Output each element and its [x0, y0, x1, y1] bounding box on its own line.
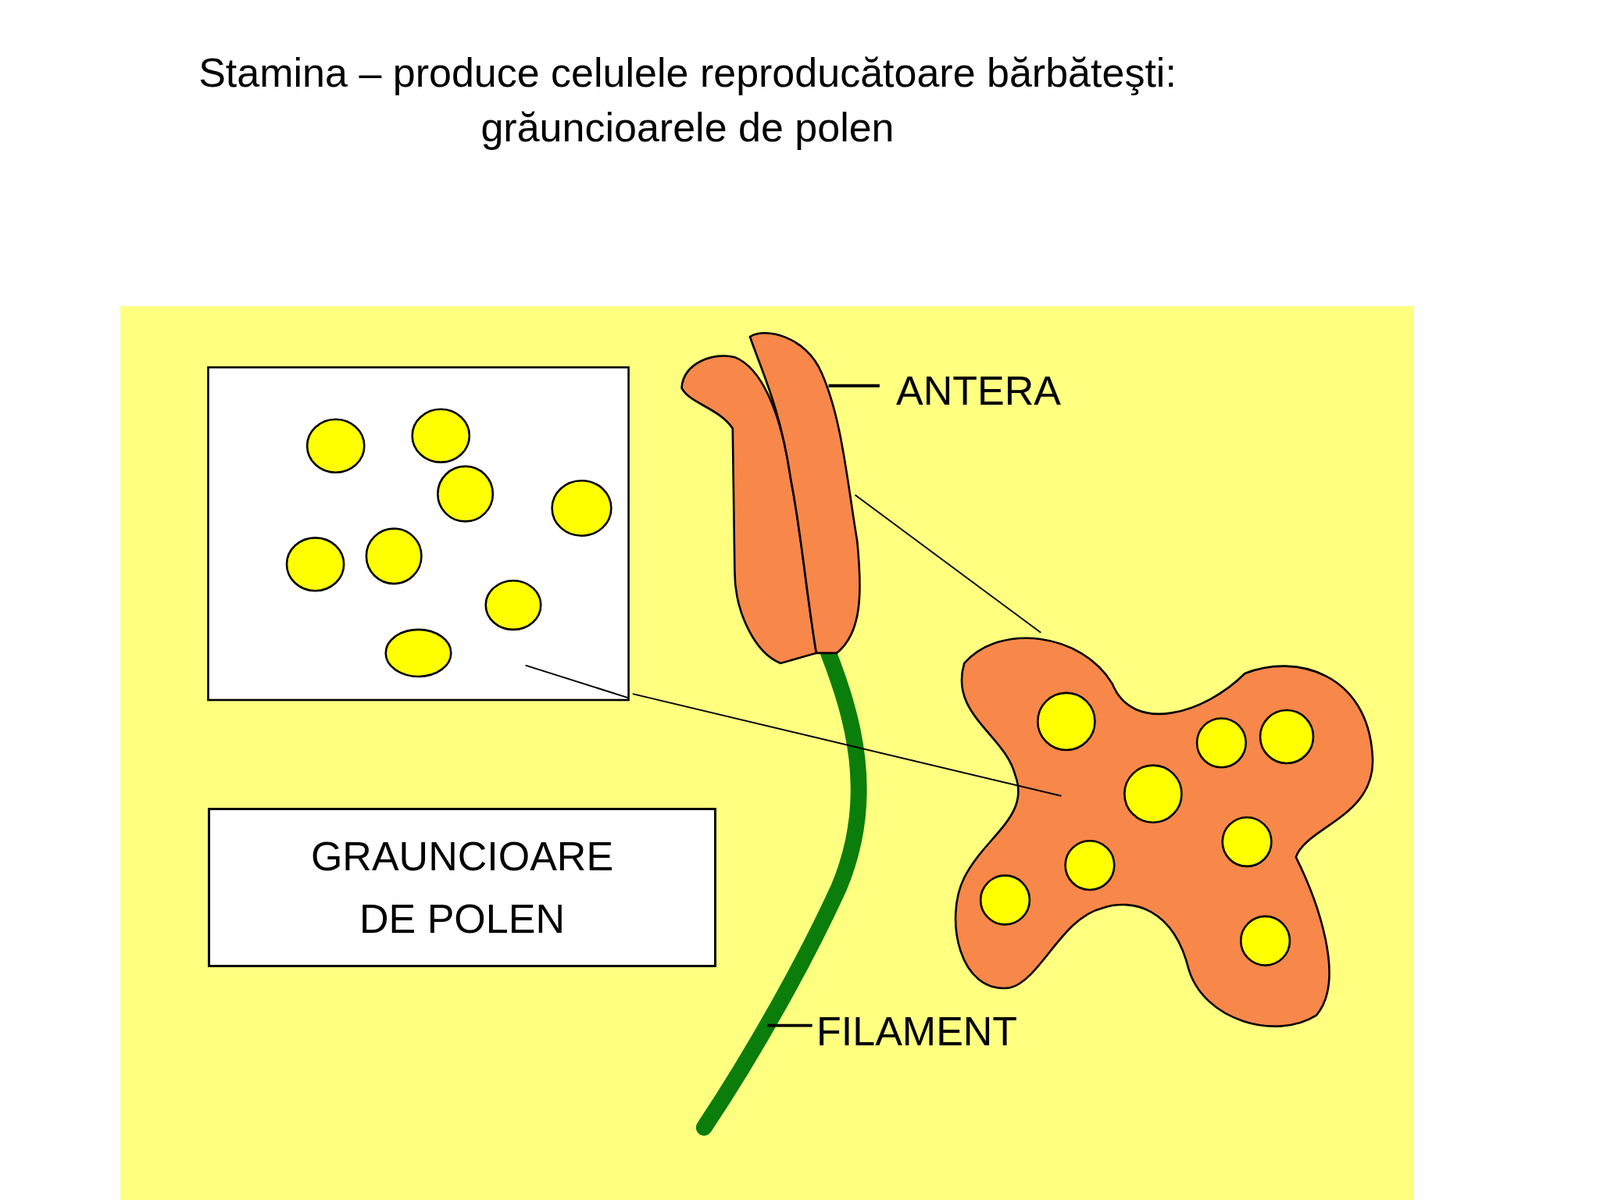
anther-lobe — [750, 332, 861, 654]
part-label: ANTERA — [896, 367, 1061, 415]
part-label: FILAMENT — [816, 1007, 1018, 1055]
background-panel — [120, 306, 1414, 1200]
box-text: GRAUNCIOARE DE POLEN — [294, 825, 631, 950]
anther-cross-section — [955, 638, 1373, 1027]
filament-stalk — [703, 653, 859, 1128]
pollen-inset — [207, 367, 629, 700]
pollen-grains — [286, 409, 611, 677]
label-box: GRAUNCIOARE DE POLEN — [207, 807, 717, 968]
pollen-sacs — [980, 692, 1314, 966]
page-title: Stamina – produce celulele reproducătoar… — [125, 45, 1250, 155]
